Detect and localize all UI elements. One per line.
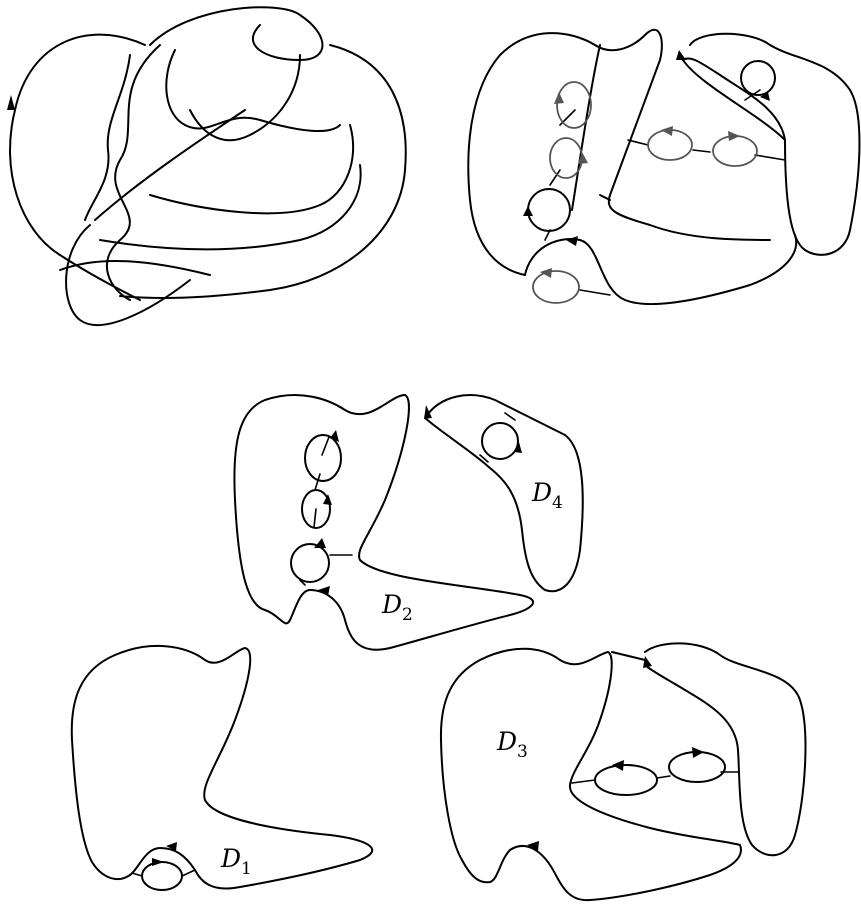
knot-strand-i xyxy=(100,165,361,249)
orientation-arrow-icon xyxy=(7,95,15,110)
knot-strand-g xyxy=(66,225,190,325)
surface-arrow-icon xyxy=(566,236,578,246)
d1-band-1 xyxy=(132,873,142,876)
circle-arrow-icon xyxy=(692,747,704,758)
surface-region-bottom xyxy=(525,235,796,304)
label-d3: D3 xyxy=(496,727,528,762)
d2-band-2 xyxy=(315,474,320,490)
knot-strand-c xyxy=(166,50,340,131)
circle-arrow-icon xyxy=(314,538,326,548)
boundary-arrow-icon xyxy=(643,656,652,668)
d3-band-2 xyxy=(657,776,670,778)
surface-piece-d3: D3 xyxy=(441,643,806,900)
gray-arrows xyxy=(540,92,740,278)
circle-arrow-icon xyxy=(523,206,533,216)
d1-circle xyxy=(142,862,182,890)
label-d4: D4 xyxy=(531,478,563,513)
d2-band-1 xyxy=(322,437,329,455)
d4-circle xyxy=(482,423,518,459)
seifert-circle-gray xyxy=(533,271,579,303)
knot-upper-loop xyxy=(150,7,323,60)
seifert-surface-full xyxy=(468,30,859,304)
circle-arrow-icon xyxy=(728,131,740,141)
d3-band-1 xyxy=(572,780,595,783)
knot-strand-e xyxy=(150,125,353,213)
gray-circles xyxy=(533,82,757,303)
circle-arrow-icon xyxy=(540,268,552,278)
d3-circle xyxy=(669,752,725,782)
d1-band-2 xyxy=(182,870,195,876)
seifert-circle-gray xyxy=(550,138,582,178)
d4-band-2 xyxy=(505,413,515,420)
knot-diagram xyxy=(7,7,406,325)
seifert-circle-gray xyxy=(557,82,591,128)
seifert-circle-gray xyxy=(713,136,757,166)
circle-arrow-icon xyxy=(554,92,564,104)
label-d1: D1 xyxy=(220,844,252,879)
d3-circle xyxy=(595,765,657,795)
twisted-band-6 xyxy=(693,150,710,152)
d3-band-top xyxy=(612,652,645,660)
circle-arrow-icon xyxy=(323,494,332,505)
seifert-circle-dark xyxy=(528,189,570,231)
d2-circle xyxy=(291,544,329,582)
d3-boundary-main xyxy=(441,649,741,900)
seifert-circle-dark xyxy=(741,61,775,95)
twisted-band-7 xyxy=(755,155,785,160)
surface-piece-d2: D2 xyxy=(234,395,533,650)
twisted-band-8 xyxy=(580,290,610,295)
circle-arrow-icon xyxy=(152,858,164,866)
twisted-band-5 xyxy=(628,140,648,145)
surface-arrow-icon xyxy=(676,50,686,60)
surface-piece-d4: D4 xyxy=(424,395,583,591)
surface-region-left xyxy=(468,30,770,275)
boundary-arrow-icon xyxy=(318,586,330,596)
d2-circle xyxy=(305,435,341,481)
label-d2: D2 xyxy=(381,590,413,625)
circle-arrow-icon xyxy=(612,760,624,771)
surface-piece-d1: D1 xyxy=(72,646,372,890)
d2-band-3 xyxy=(314,509,316,527)
d3-boundary-right xyxy=(645,643,805,855)
knot-right-arc xyxy=(120,45,406,298)
